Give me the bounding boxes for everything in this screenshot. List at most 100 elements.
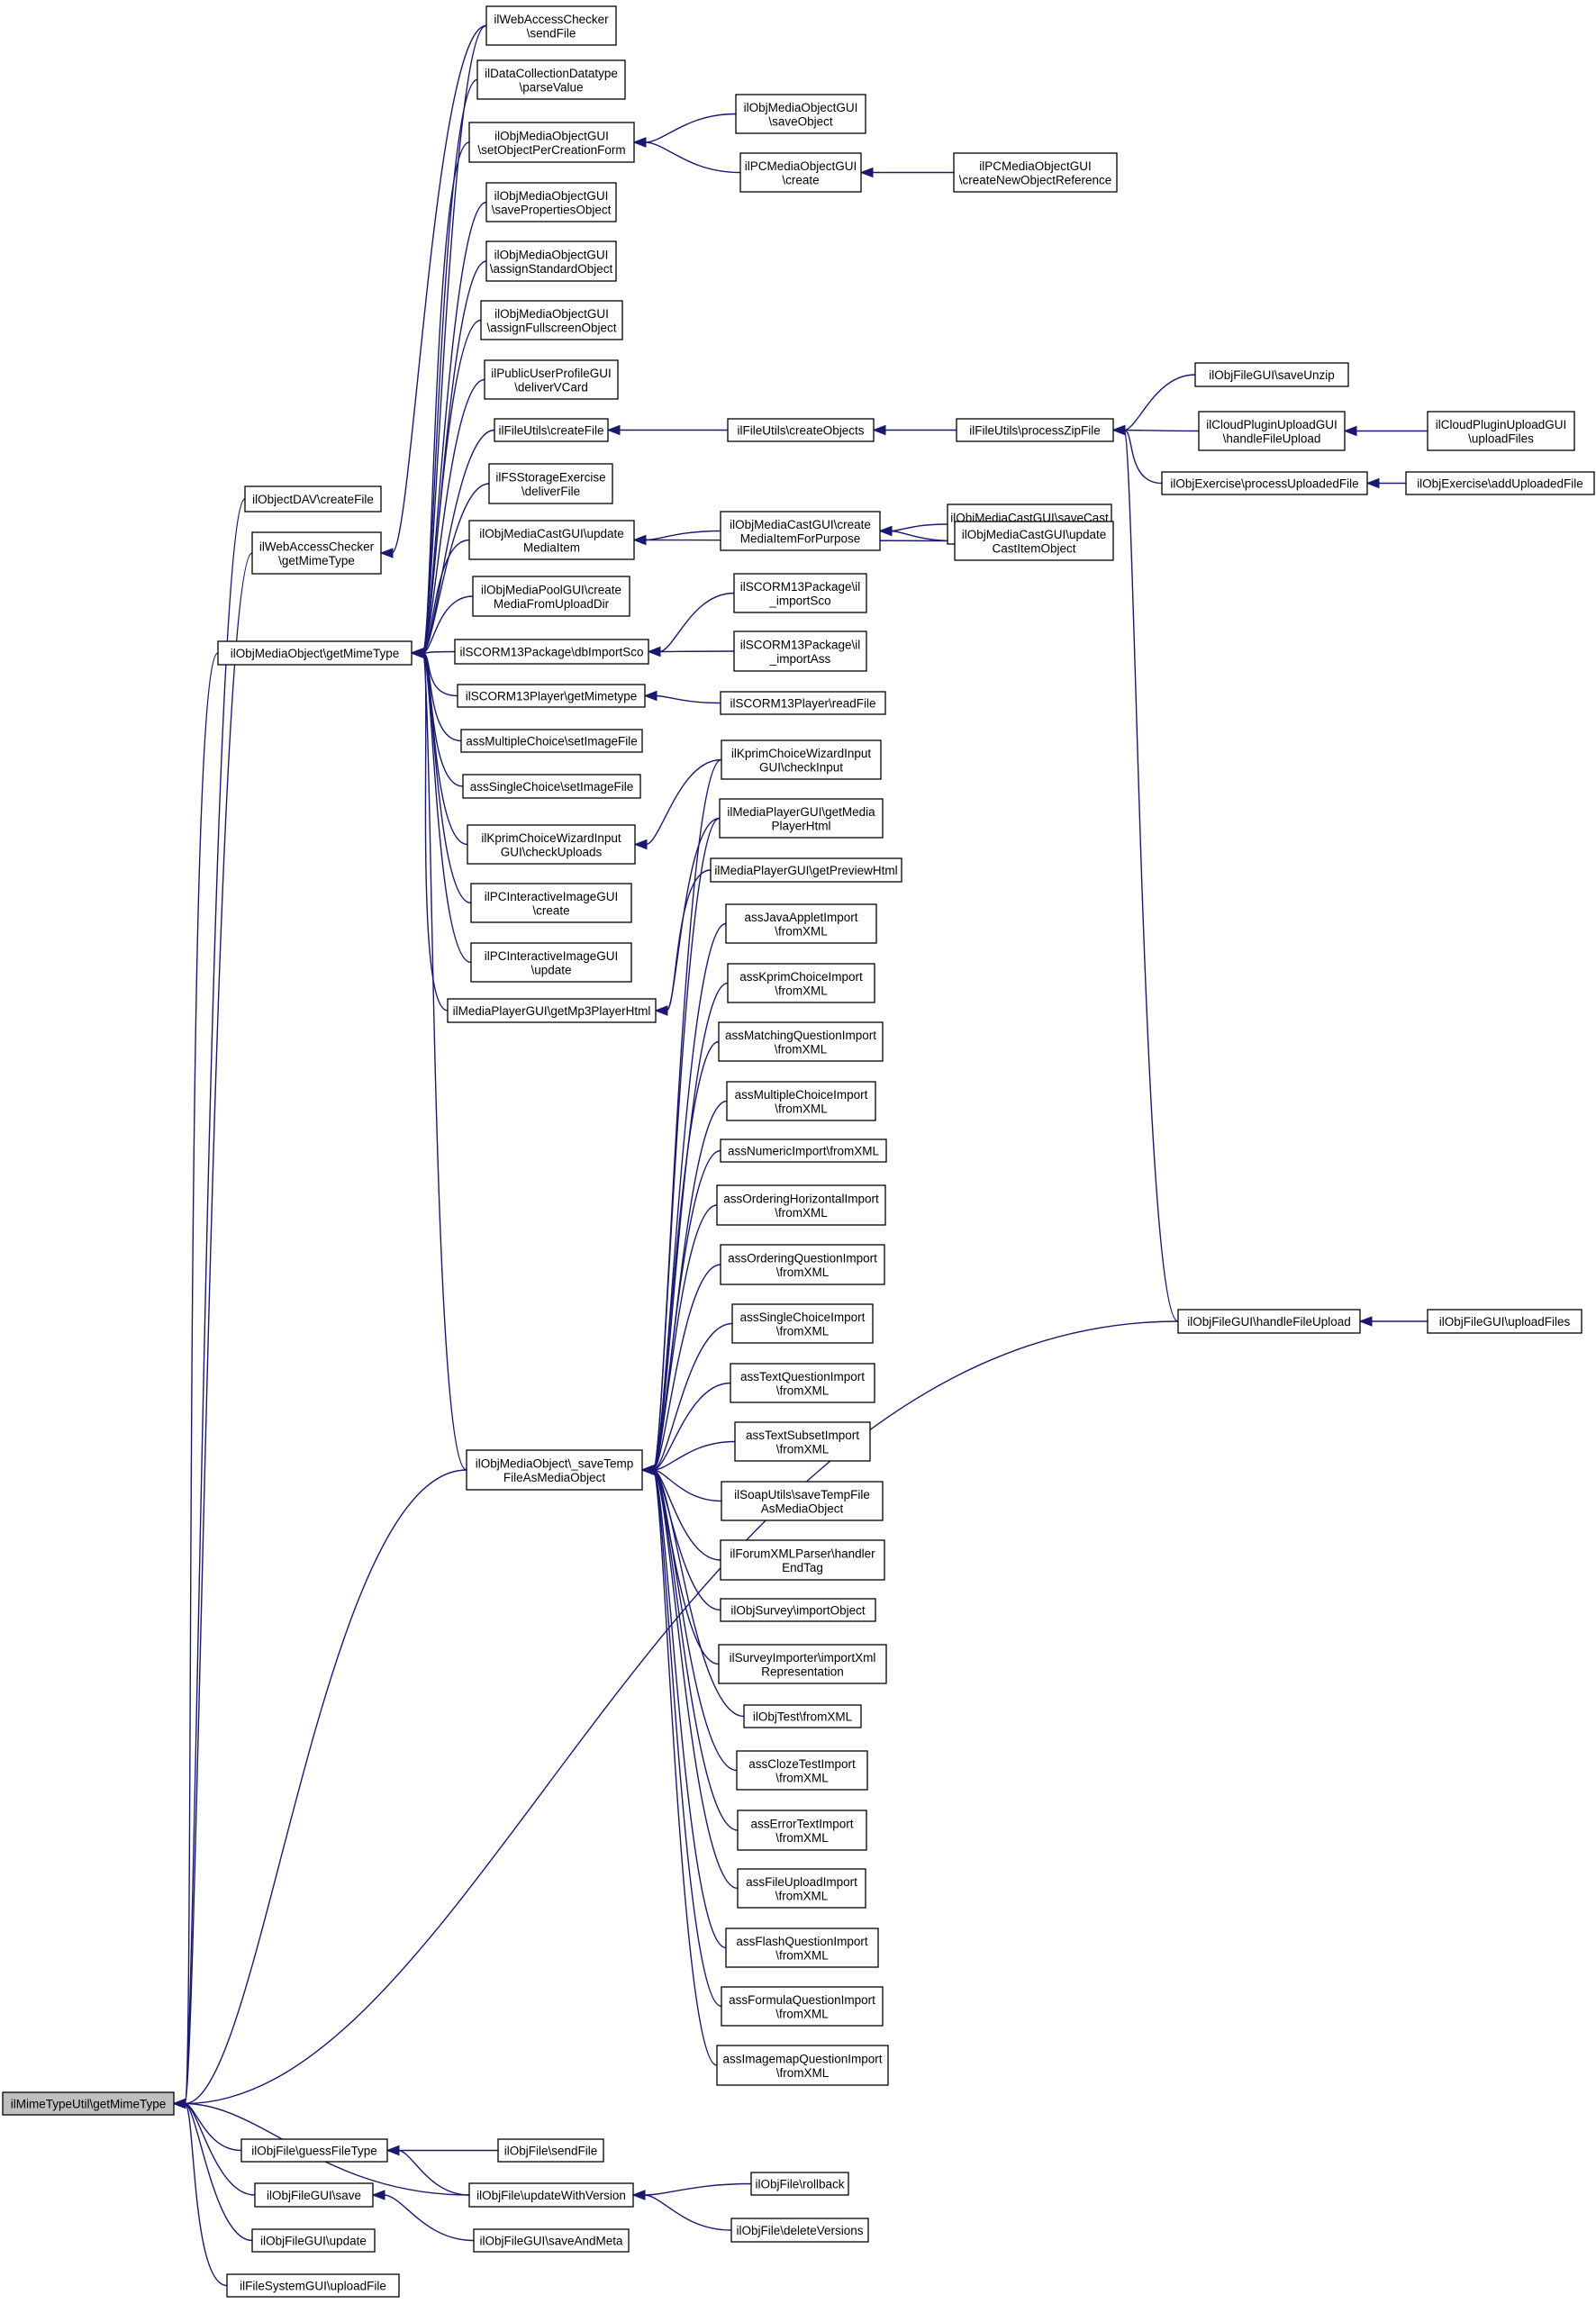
function-node[interactable]: ilObjFileGUI\saveUnzip <box>1194 362 1349 387</box>
function-node[interactable]: assFormulaQuestionImport\fromXML <box>721 1986 884 2027</box>
function-node[interactable]: assOrderingQuestionImport\fromXML <box>720 1244 885 1285</box>
function-node[interactable]: ilPublicUserProfileGUI\deliverVCard <box>484 359 619 400</box>
node-label: assSingleChoice\setImageFile <box>470 780 634 794</box>
call-edge <box>422 652 472 964</box>
function-node[interactable]: assTextSubsetImport\fromXML <box>734 1421 871 1462</box>
function-node[interactable]: ilWebAccessChecker\sendFile <box>485 5 617 46</box>
function-node[interactable]: ilObjMediaObjectGUI\assignStandardObject <box>485 240 617 282</box>
node-label: \fromXML <box>775 2007 829 2020</box>
function-node[interactable]: assMultipleChoice\setImageFile <box>460 729 643 753</box>
function-node[interactable]: ilCloudPluginUploadGUI\uploadFiles <box>1427 411 1575 451</box>
function-node[interactable]: ilObjMediaObject\getMimeType <box>217 640 413 666</box>
node-label: ilFileSystemGUI\uploadFile <box>240 2280 386 2293</box>
function-node[interactable]: ilObjFileGUI\save <box>254 2182 374 2208</box>
function-node[interactable]: assFlashQuestionImport\fromXML <box>725 1928 879 1968</box>
function-node[interactable]: assKprimChoiceImport\fromXML <box>727 963 875 1003</box>
node-label: ilObjFileGUI\handleFileUpload <box>1187 1315 1351 1329</box>
function-node[interactable]: ilSCORM13Package\il_importSco <box>733 573 867 613</box>
function-node[interactable]: ilSCORM13Package\il_importAss <box>733 630 867 672</box>
function-node[interactable]: ilObjMediaCastGUI\createMediaItemForPurp… <box>720 511 881 551</box>
function-node[interactable]: ilObjMediaObjectGUI\setObjectPerCreation… <box>468 122 635 163</box>
function-node[interactable]: ilMediaPlayerGUI\getMp3PlayerHtml <box>447 998 657 1023</box>
function-node[interactable]: ilObjMediaPoolGUI\createMediaFromUploadD… <box>472 576 630 617</box>
function-node[interactable]: assFileUploadImport\fromXML <box>737 1868 866 1909</box>
function-node[interactable]: ilCloudPluginUploadGUI\handleFileUpload <box>1198 411 1346 451</box>
function-node[interactable]: ilObjFile\sendFile <box>497 2138 604 2163</box>
function-node[interactable]: ilFileUtils\createFile <box>494 418 609 442</box>
function-node[interactable]: assSingleChoiceImport\fromXML <box>731 1303 874 1344</box>
function-node[interactable]: assClozeTestImport\fromXML <box>736 1750 868 1791</box>
function-node[interactable]: ilObjMediaObjectGUI\saveObject <box>735 94 866 134</box>
function-node[interactable]: ilObjFileGUI\uploadFiles <box>1427 1309 1582 1334</box>
arrowhead <box>878 525 893 537</box>
root-node[interactable]: ilMimeTypeUtil\getMimeType <box>2 2091 175 2116</box>
function-node[interactable]: ilObjExercise\addUploadedFile <box>1405 471 1595 495</box>
function-node[interactable]: assSingleChoice\setImageFile <box>462 774 641 799</box>
function-node[interactable]: ilPCMediaObjectGUI\create <box>739 152 862 193</box>
function-node[interactable]: ilObjFile\deleteVersions <box>730 2218 869 2243</box>
node-label: ilPCMediaObjectGUI <box>745 159 857 173</box>
function-node[interactable]: ilFSStorageExercise\deliverFile <box>488 463 613 504</box>
function-node[interactable]: assJavaAppletImport\fromXML <box>725 903 877 944</box>
function-node[interactable]: assMultipleChoiceImport\fromXML <box>726 1081 876 1121</box>
function-node[interactable]: ilFileUtils\createObjects <box>727 418 875 442</box>
node-label: assJavaAppletImport <box>744 911 857 924</box>
function-node[interactable]: ilObjMediaObject\_saveTempFileAsMediaObj… <box>466 1449 643 1491</box>
function-node[interactable]: ilPCInteractiveImageGUI\update <box>470 942 632 983</box>
call-edge <box>652 1440 736 1471</box>
node-box <box>719 798 884 839</box>
node-label: assOrderingQuestionImport <box>728 1251 877 1265</box>
function-node[interactable]: ilObjFileGUI\update <box>251 2228 376 2253</box>
function-node[interactable]: ilPCInteractiveImageGUI\create <box>470 883 632 923</box>
function-node[interactable]: ilObjMediaObjectGUI\assignFullscreenObje… <box>480 300 623 340</box>
function-node[interactable]: ilObjFile\updateWithVersion <box>468 2182 634 2208</box>
call-edge <box>383 2194 475 2242</box>
function-node[interactable]: ilObjectDAV\createFile <box>244 485 382 513</box>
function-node[interactable]: ilObjTest\fromXML <box>743 1704 862 1728</box>
function-node[interactable]: ilFileSystemGUI\uploadFile <box>226 2273 400 2298</box>
call-edge <box>652 1469 727 1949</box>
node-label: \assignStandardObject <box>490 262 613 276</box>
call-edge <box>184 552 253 2105</box>
function-node[interactable]: assTextQuestionImport\fromXML <box>730 1363 875 1403</box>
function-node[interactable]: ilSCORM13Player\getMimetype <box>457 684 646 708</box>
call-edge <box>422 78 478 654</box>
function-node[interactable]: ilObjFile\guessFileType <box>240 2138 388 2163</box>
function-node[interactable]: assImagemapQuestionImport\fromXML <box>716 2045 889 2086</box>
node-label: ilFileUtils\createObjects <box>737 424 864 438</box>
function-node[interactable]: ilObjFile\rollback <box>750 2172 849 2196</box>
function-node[interactable]: ilMediaPlayerGUI\getPreviewHtml <box>710 857 902 883</box>
function-node[interactable]: ilFileUtils\processZipFile <box>956 418 1114 442</box>
function-node[interactable]: ilDataCollectionDatatype\parseValue <box>476 59 626 100</box>
node-box <box>1405 471 1595 495</box>
function-node[interactable]: assMatchingQuestionImport\fromXML <box>718 1021 884 1062</box>
node-label: AsMediaObject <box>761 1501 844 1515</box>
node-box <box>727 963 875 1003</box>
function-node[interactable]: ilSCORM13Package\dbImportSco <box>454 639 649 665</box>
function-node[interactable]: ilWebAccessChecker\getMimeType <box>251 531 382 575</box>
function-node[interactable]: assErrorTextImport\fromXML <box>737 1810 867 1851</box>
node-box <box>953 152 1118 193</box>
function-node[interactable]: ilObjFileGUI\saveAndMeta <box>473 2228 630 2253</box>
node-box <box>721 1481 884 1521</box>
function-node[interactable]: assNumericImport\fromXML <box>720 1138 887 1163</box>
node-label: FileAsMediaObject <box>503 1471 606 1484</box>
function-node[interactable]: ilObjMediaObjectGUI\savePropertiesObject <box>485 182 617 222</box>
node-box <box>485 182 617 222</box>
node-label: ilMediaPlayerGUI\getMedia <box>727 805 875 819</box>
function-node[interactable]: ilObjFileGUI\handleFileUpload <box>1177 1309 1361 1334</box>
function-node[interactable]: ilPCMediaObjectGUI\createNewObjectRefere… <box>953 152 1118 193</box>
function-node[interactable]: ilObjSurvey\importObject <box>720 1598 876 1622</box>
function-node[interactable]: assOrderingHorizontalImport\fromXML <box>716 1184 886 1226</box>
node-label: \fromXML <box>775 1042 828 1056</box>
function-node[interactable]: ilObjExercise\processUploadedFile <box>1161 471 1368 495</box>
function-node[interactable]: ilSCORM13Player\readFile <box>720 691 886 715</box>
